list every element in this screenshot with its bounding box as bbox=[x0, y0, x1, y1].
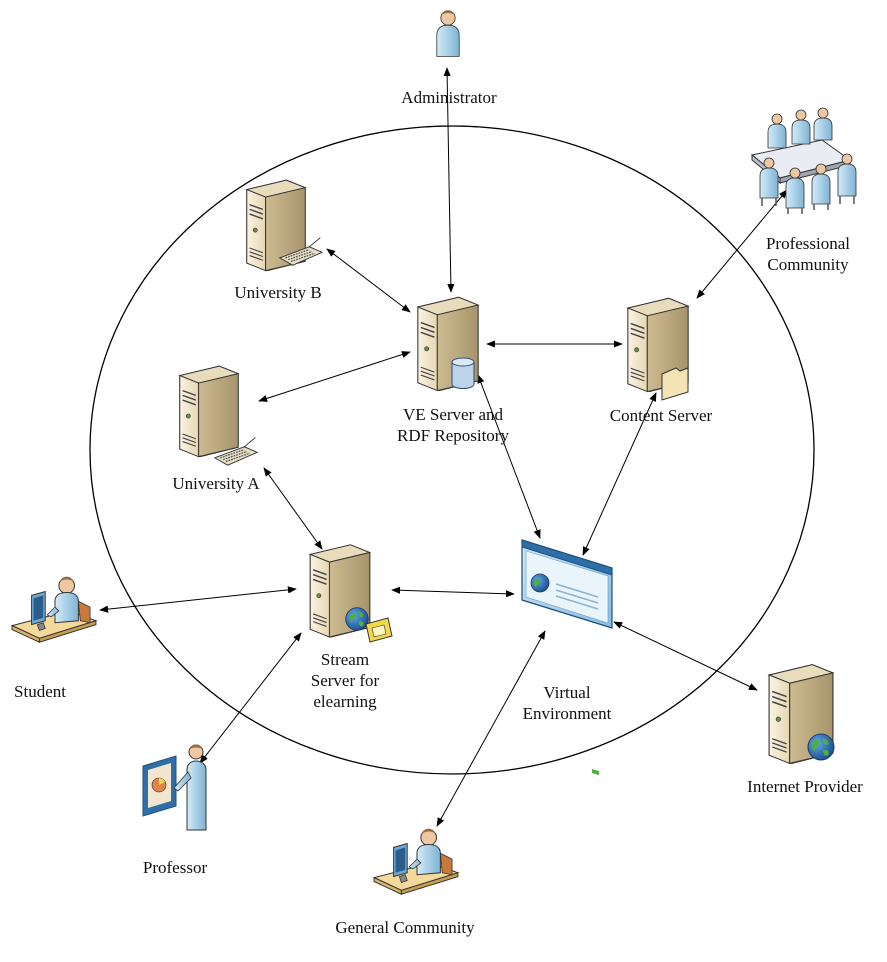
professional-community-label: Professional Community bbox=[740, 233, 876, 275]
web-page-icon bbox=[521, 539, 613, 776]
stream-server-label-line3: elearning bbox=[313, 692, 377, 711]
university-b-node bbox=[246, 179, 323, 272]
virtual-environment-label-line1: Virtual bbox=[543, 683, 591, 702]
database-icon bbox=[451, 357, 475, 389]
user-at-desk-icon bbox=[11, 576, 97, 643]
student-node bbox=[11, 576, 97, 643]
university-a-label: University A bbox=[172, 474, 260, 493]
connector-content-server-virtual-environment bbox=[582, 392, 657, 556]
connector-general-community-virtual-environment bbox=[436, 630, 546, 827]
professional-community-node bbox=[750, 107, 857, 214]
connections bbox=[99, 67, 788, 827]
internet-provider-node bbox=[768, 663, 835, 765]
stream-server-node bbox=[309, 544, 393, 643]
student-label: Student bbox=[14, 682, 66, 701]
administrator-node bbox=[436, 10, 460, 57]
ve-server-label-line1: VE Server and bbox=[402, 405, 504, 424]
connector-university-a-stream-server bbox=[263, 467, 323, 550]
connector-professional-community-content-server bbox=[696, 189, 788, 299]
virtual-environment-node bbox=[521, 539, 613, 776]
connector-university-a-ve-server bbox=[258, 351, 411, 402]
general-community-label: General Community bbox=[335, 918, 475, 937]
content-server-label: Content Server bbox=[609, 406, 713, 425]
internet-provider-label: Internet Provider bbox=[747, 777, 863, 796]
connector-virtual-environment-internet-provider bbox=[613, 621, 758, 691]
globe-icon bbox=[345, 607, 369, 631]
connector-administrator-ve-server bbox=[443, 67, 455, 293]
stream-server-label-line2: Server for bbox=[310, 671, 380, 690]
connector-stream-server-virtual-environment bbox=[391, 586, 515, 598]
connector-university-b-ve-server bbox=[326, 248, 411, 313]
general-community-node bbox=[373, 828, 459, 895]
video-clip-icon bbox=[365, 617, 393, 643]
professor-node bbox=[142, 744, 207, 831]
ve-server-label: VE Server and RDF Repository bbox=[378, 404, 528, 446]
user-at-desk-icon bbox=[373, 828, 459, 895]
university-b-label: University B bbox=[234, 283, 322, 302]
university-a-node bbox=[179, 365, 258, 466]
stream-server-label: Stream Server for elearning bbox=[290, 649, 400, 712]
server-with-keyboard-icon bbox=[179, 365, 239, 458]
professional-community-label-line1: Professional bbox=[765, 234, 851, 253]
ve-server-label-line2: RDF Repository bbox=[397, 426, 509, 445]
professor-label: Professor bbox=[142, 858, 208, 877]
content-server-node bbox=[627, 297, 689, 401]
stream-server-label-line1: Stream bbox=[320, 650, 370, 669]
globe-icon bbox=[807, 733, 835, 761]
meeting-group-icon bbox=[750, 107, 857, 214]
administrator-label: Administrator bbox=[401, 88, 497, 107]
connector-professor-stream-server bbox=[199, 632, 302, 764]
connector-student-stream-server bbox=[99, 586, 297, 613]
ve-server-node bbox=[417, 296, 479, 392]
virtual-environment-label: Virtual Environment bbox=[497, 682, 637, 724]
presenter-icon bbox=[142, 744, 207, 831]
person-icon bbox=[436, 10, 460, 57]
connector-ve-server-virtual-environment bbox=[477, 374, 541, 539]
professional-community-label-line2: Community bbox=[767, 255, 849, 274]
virtual-environment-label-line2: Environment bbox=[522, 704, 612, 723]
folder-icon bbox=[661, 367, 689, 401]
